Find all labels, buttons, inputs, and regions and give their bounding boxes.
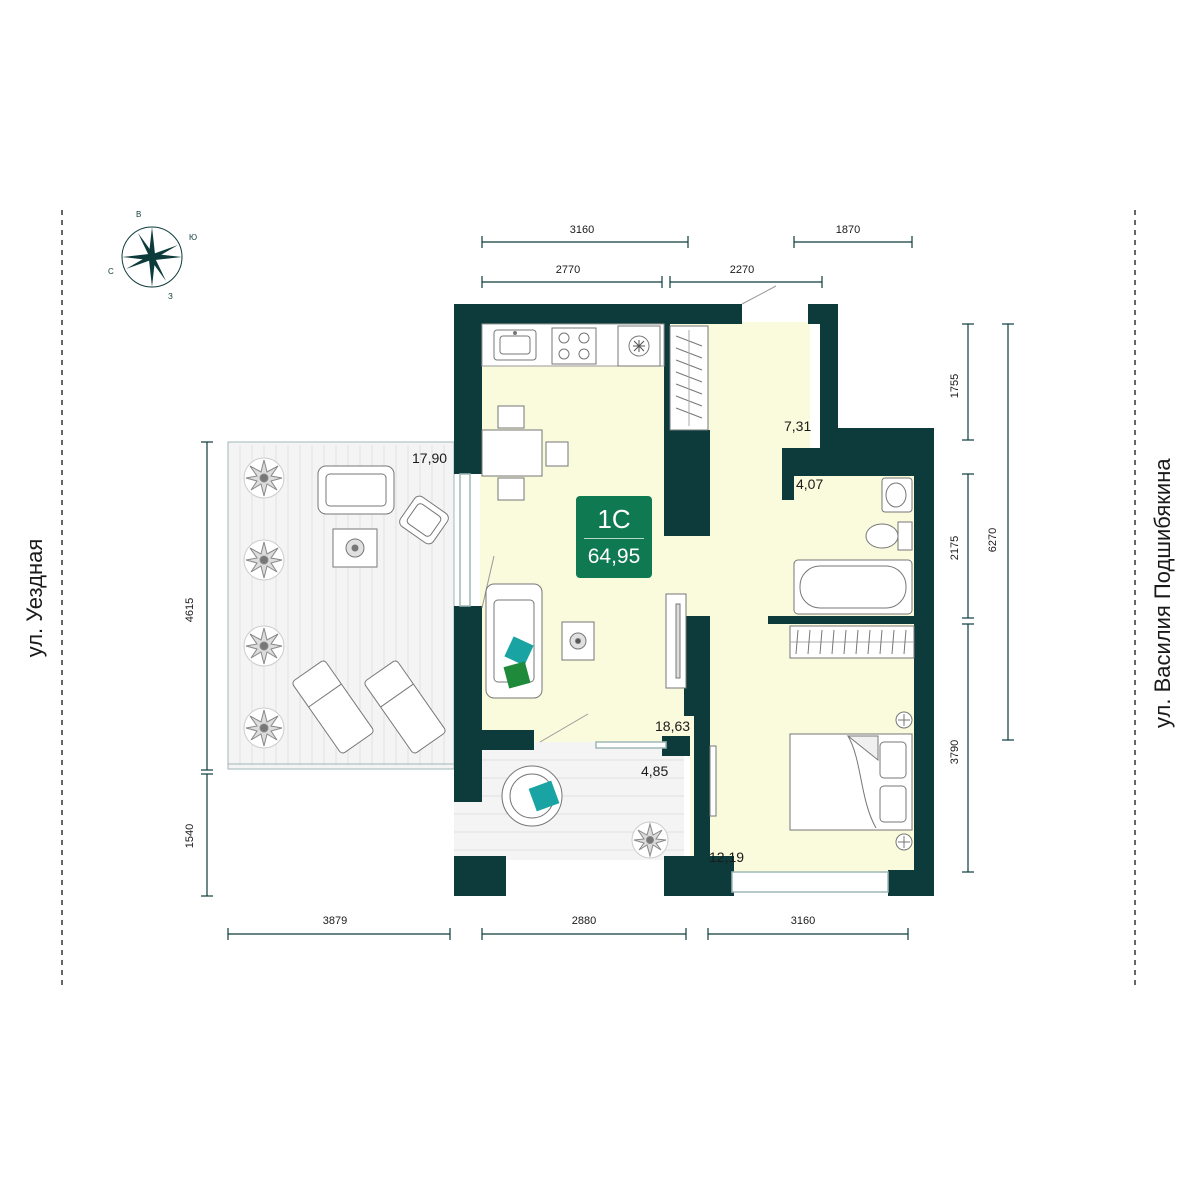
dim-right-b: 2175 [949,536,961,560]
compass-label-s: З [168,292,173,301]
sink-icon [493,329,537,361]
street-label-right: ул. Василия Подшибякина [1150,458,1175,728]
windows [459,473,889,893]
area-balcony: 4,85 [641,763,668,779]
outdoor-chair-icon [399,495,449,545]
bathtub-icon [793,559,913,615]
dim-top-outer-right: 1870 [836,224,860,236]
compass-label-e: Ю [189,233,197,242]
dim-top-outer-left: 3160 [570,224,594,236]
compass-label-n: В [136,210,141,219]
area-terrace: 17,90 [412,450,447,466]
badge-divider [584,538,644,539]
plant-icon [243,625,285,667]
compass-icon: В Ю З С [108,210,197,301]
street-label-left: ул. Уездная [22,538,47,658]
outdoor-table-icon [332,528,378,568]
coffee-table-icon [561,621,595,661]
dim-top-inner-right: 2270 [730,264,754,276]
plant-icon [243,457,285,499]
dim-right-c: 3790 [949,740,961,764]
dim-bottom-left: 3879 [323,915,347,927]
area-bedroom: 12,19 [709,849,744,865]
dim-bottom-right: 3160 [791,915,815,927]
compass-label-w: С [108,267,114,276]
dim-left-lower: 1540 [184,824,196,848]
walls [454,304,934,896]
bedroom-wardrobe-icon [789,625,915,659]
sun-lounger-icon [292,660,374,754]
area-living-kitchen: 18,63 [655,718,690,734]
outdoor-sofa-icon [317,465,395,515]
plant-icon [243,539,285,581]
dim-top-inner-left: 2770 [556,264,580,276]
dim-right-total: 6270 [987,528,999,552]
toilet-icon [865,521,913,551]
tv-stand-icon [665,593,687,689]
plant-icon [631,821,669,859]
bedroom-mirror-icon [709,745,717,817]
bed-icon [789,733,913,831]
area-bathroom: 4,07 [796,476,823,492]
cushion-icon [503,661,531,689]
dim-left-upper: 4615 [184,598,196,622]
dim-right-a: 1755 [949,374,961,398]
washbasin-icon [881,477,913,513]
wardrobe-icon [669,325,709,431]
plant-icon [243,707,285,749]
apartment-badge: 1С 64,95 [576,496,652,578]
fridge-icon [617,325,661,367]
dining-table-icon [481,405,569,501]
cushion-icon [504,636,534,666]
sun-lounger-icon [364,660,446,754]
apartment-total-area: 64,95 [587,545,641,568]
cushion-icon [528,780,560,812]
dim-bottom-mid: 2880 [572,915,596,927]
area-hall: 7,31 [784,418,811,434]
apartment-type: 1С [597,504,631,534]
stove-icon [551,327,597,365]
dimension-lines [201,236,1014,940]
nightstand-icon [895,711,913,851]
